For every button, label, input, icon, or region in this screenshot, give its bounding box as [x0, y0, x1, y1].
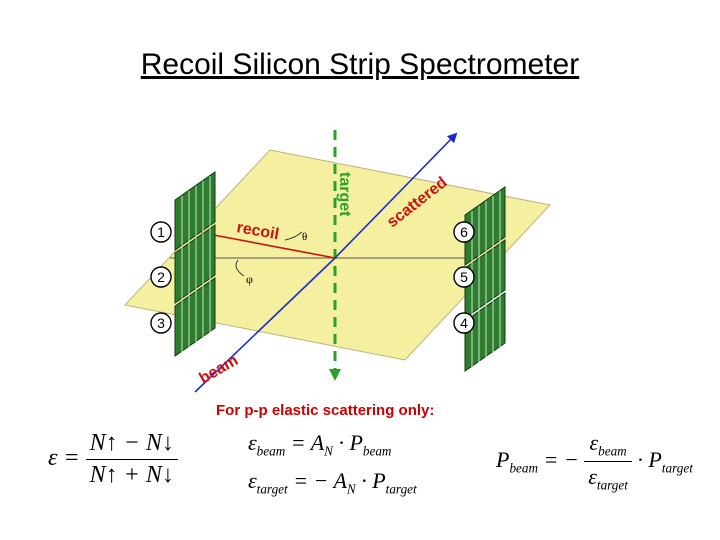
detector-number-6: 6: [453, 221, 475, 243]
detector-panel-2: [174, 224, 216, 304]
target-asymmetry-formula: εtarget = − AN · Ptarget: [248, 468, 417, 497]
theta-arc: [284, 231, 303, 241]
beam-rhs: = A: [290, 430, 325, 455]
beam-label: beam: [197, 352, 242, 388]
target-tail: · P: [361, 468, 386, 493]
asymmetry-formula: ε = N↑ − N↓ N↑ + N↓: [48, 430, 178, 489]
pbeam-tail: · P: [637, 446, 662, 472]
scattered-arrow: [334, 132, 458, 259]
beam-epsilon-sub: beam: [256, 443, 286, 459]
theta-label: θ: [302, 231, 307, 243]
asymmetry-numerator: N↑ − N↓: [85, 430, 178, 460]
pbeam-num-eps: ε: [589, 430, 599, 455]
target-epsilon-sub: target: [256, 481, 288, 497]
pbeam-num-sub: beam: [598, 443, 627, 459]
detector-panel-6: [464, 186, 506, 266]
detector-panel-3: [174, 277, 216, 357]
asymmetry-fraction: N↑ − N↓ N↑ + N↓: [85, 430, 178, 489]
pp-elastic-note: For p-p elastic scattering only:: [216, 402, 435, 419]
target-label: target: [336, 172, 353, 217]
detector-panel-5: [464, 239, 506, 319]
phi-arc: [235, 259, 245, 277]
pbeam-den-eps: ε: [588, 464, 597, 490]
detector-number-4: 4: [453, 312, 475, 334]
svg-text:1: 1: [157, 224, 165, 240]
right-detectors: [464, 186, 506, 372]
target-tail-sub: target: [385, 481, 417, 497]
pbeam-formula: Pbeam = − εbeam εtarget · Ptarget: [496, 430, 693, 494]
phi-label: φ: [246, 272, 253, 286]
detector-panel-1: [174, 171, 216, 251]
beam-line: [194, 257, 336, 393]
pbeam-p: P: [496, 446, 510, 472]
spectrometer-diagram: 1 2 3 4 5 6 target scattered recoil beam…: [124, 130, 551, 393]
recoil-arrow: [201, 229, 336, 259]
detector-number-2: 2: [150, 266, 172, 288]
svg-text:2: 2: [157, 269, 165, 285]
asymmetry-denominator: N↑ + N↓: [89, 462, 174, 488]
beam-tail: · P: [338, 430, 363, 455]
page-title: Recoil Silicon Strip Spectrometer: [140, 48, 580, 81]
svg-text:4: 4: [460, 315, 468, 331]
asymmetry-lhs: ε =: [48, 445, 80, 472]
svg-text:5: 5: [460, 269, 468, 285]
detector-panel-4: [464, 292, 506, 372]
pbeam-numerator: εbeam: [584, 430, 632, 463]
pbeam-den-sub: target: [596, 477, 628, 493]
target-rhs: = − A: [293, 468, 347, 493]
pbeam-tail-sub: target: [661, 460, 693, 476]
svg-text:6: 6: [460, 224, 468, 240]
left-detectors: [174, 171, 216, 357]
detector-number-1: 1: [150, 221, 172, 243]
beam-epsilon: ε: [248, 430, 257, 455]
target-epsilon: ε: [248, 468, 257, 493]
pbeam-p-sub: beam: [509, 460, 539, 476]
svg-text:3: 3: [157, 315, 165, 331]
beam-tail-sub: beam: [362, 443, 392, 459]
detector-number-3: 3: [150, 312, 172, 334]
target-rhs-sub: N: [346, 481, 356, 497]
detector-number-5: 5: [453, 266, 475, 288]
pbeam-denominator: εtarget: [584, 462, 632, 493]
beam-asymmetry-formula: εbeam = AN · Pbeam: [248, 430, 391, 459]
beam-rhs-sub: N: [324, 443, 333, 459]
pbeam-fraction: εbeam εtarget: [584, 430, 632, 494]
pbeam-eq: = −: [543, 446, 579, 472]
